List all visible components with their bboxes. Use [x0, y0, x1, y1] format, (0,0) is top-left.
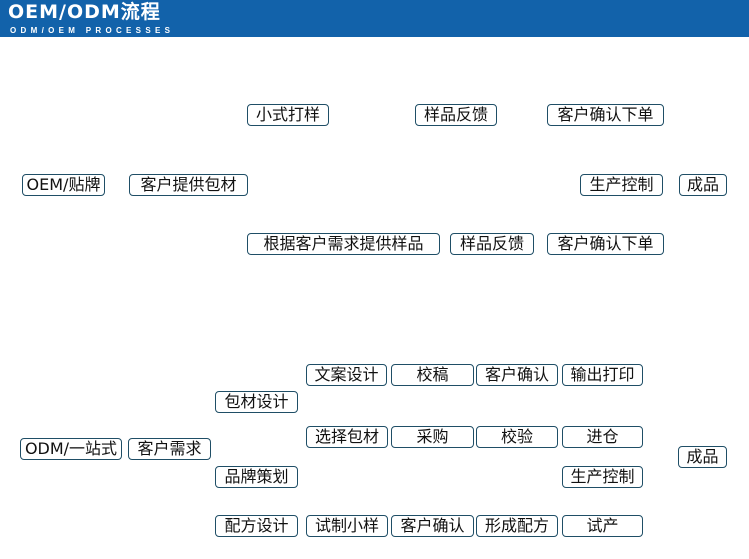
step-client-needs: 客户需求	[128, 438, 211, 460]
step-provide-sample: 根据客户需求提供样品	[247, 233, 440, 255]
header-subtitle: ODM/OEM PROCESSES	[10, 26, 175, 35]
step-inspect: 校验	[476, 426, 558, 448]
step-packaging-design: 包材设计	[215, 391, 298, 413]
step-client-confirm: 客户确认	[476, 364, 558, 386]
oem-start: OEM/贴牌	[22, 174, 105, 196]
step-sample-feedback: 样品反馈	[415, 104, 497, 126]
step-client-order: 客户确认下单	[547, 104, 664, 126]
step-client-order-2: 客户确认下单	[547, 233, 664, 255]
odm-finished: 成品	[678, 446, 727, 468]
step-trial-production: 试产	[562, 515, 643, 537]
step-warehouse: 进仓	[562, 426, 643, 448]
step-client-confirm-2: 客户确认	[391, 515, 474, 537]
oem-finished: 成品	[679, 174, 727, 196]
step-small-sample: 小式打样	[247, 104, 329, 126]
odm-start: ODM/一站式	[20, 438, 122, 460]
step-client-packaging: 客户提供包材	[129, 174, 248, 196]
step-form-formula: 形成配方	[476, 515, 558, 537]
step-purchase: 采购	[391, 426, 474, 448]
step-formula-design: 配方设计	[215, 515, 298, 537]
header-banner: OEM/ODM流程 ODM/OEM PROCESSES	[0, 0, 749, 37]
step-select-packaging: 选择包材	[306, 426, 388, 448]
header-title: OEM/ODM流程	[8, 1, 161, 23]
step-brand-planning: 品牌策划	[215, 466, 298, 488]
step-copywriting: 文案设计	[306, 364, 387, 386]
step-print: 输出打印	[562, 364, 643, 386]
step-sample-feedback-2: 样品反馈	[450, 233, 534, 255]
step-proofread: 校稿	[391, 364, 474, 386]
step-production-control: 生产控制	[580, 174, 663, 196]
step-odm-production-control: 生产控制	[562, 466, 643, 488]
step-trial-sample: 试制小样	[306, 515, 388, 537]
